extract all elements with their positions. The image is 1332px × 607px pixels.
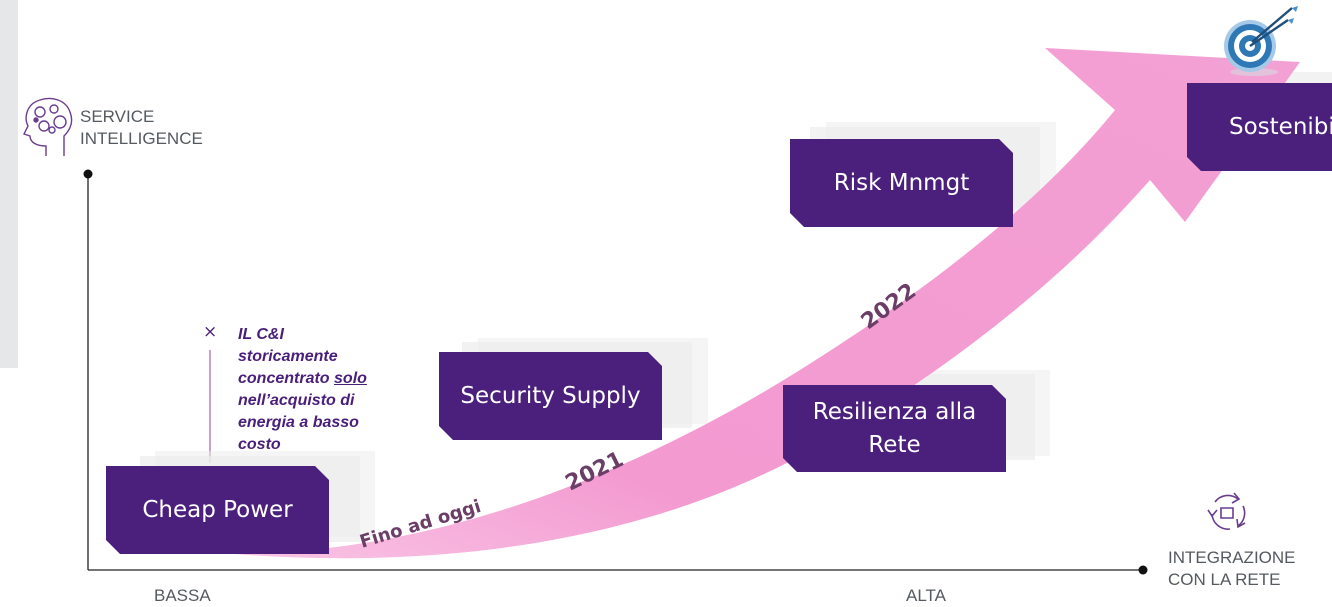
stage-box-security-supply <box>439 352 662 440</box>
note-line-4: nell’acquisto di <box>238 392 355 409</box>
x-axis-label: INTEGRAZIONE CON LA RETE <box>1168 548 1296 589</box>
y-axis-endpoint <box>83 169 93 179</box>
x-axis-low-label: BASSA <box>154 586 211 605</box>
note-line-1: IL C&I <box>238 326 284 343</box>
note-line-2: storicamente <box>238 348 338 365</box>
target-arrow-icon <box>1224 6 1298 76</box>
stage-box-risk-mnmgt <box>790 139 1013 227</box>
note-line-3-prefix: concentrato <box>238 370 335 387</box>
left-edge-strip <box>0 0 18 368</box>
note-line-3-underlined: solo <box>334 370 367 387</box>
stage-box-sostenibilita <box>1187 83 1332 171</box>
x-axis-high-label: ALTA <box>906 586 946 605</box>
stage-box-cheap-power <box>106 466 329 554</box>
x-axis-endpoint <box>1138 565 1148 575</box>
y-axis-label: SERVICE INTELLIGENCE <box>80 107 203 148</box>
cycle-arrows-icon <box>1207 492 1246 530</box>
historical-note: IL C&I storicamente concentrato solo nel… <box>238 324 398 456</box>
note-line-5: energia a basso <box>238 414 359 431</box>
note-line-6: costo <box>238 436 281 453</box>
growth-arrow <box>100 48 1300 559</box>
stage-box-resilienza <box>783 385 1006 472</box>
note-line-3: concentrato solo <box>238 368 398 390</box>
note-bullet-icon: × <box>203 322 218 342</box>
brain-gears-icon <box>23 97 73 156</box>
